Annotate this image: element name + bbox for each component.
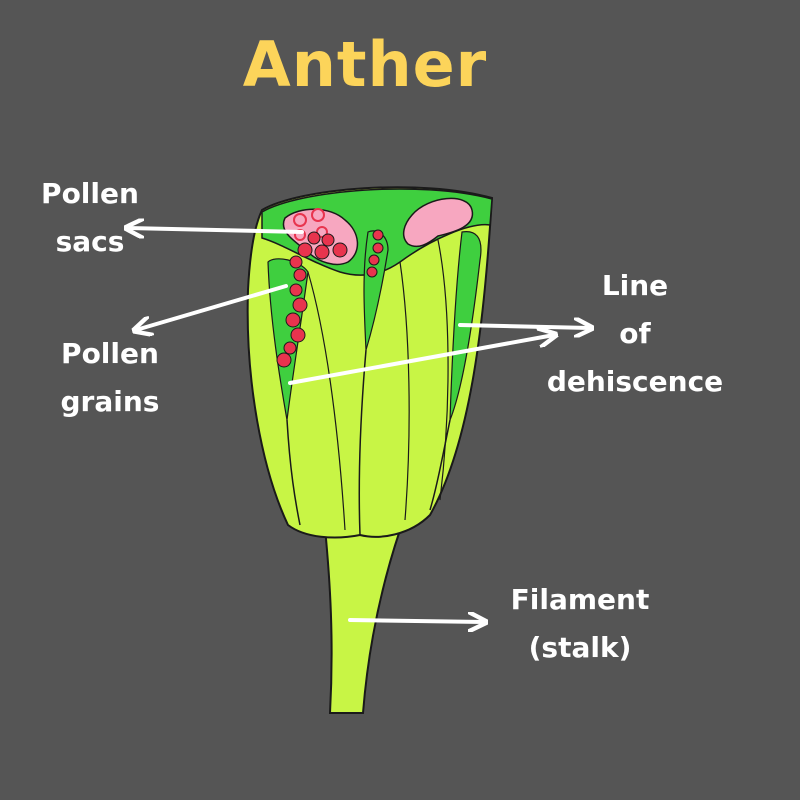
pollen-sac-right <box>402 197 474 248</box>
arrow-pollen-grains <box>136 284 288 330</box>
page-title: Anther <box>242 28 488 101</box>
label-line-of-dehiscence: Line of dehiscence <box>535 262 735 406</box>
theca-line-1 <box>286 419 301 526</box>
label-line: of <box>619 317 651 350</box>
label-line: dehiscence <box>546 365 724 398</box>
arrow-dehiscence-2 <box>288 335 554 385</box>
label-line: Line <box>601 269 669 302</box>
arrow-pollen-sacs <box>128 228 304 232</box>
label-pollen-grains: Pollen grains <box>40 330 180 426</box>
label-line: Filament <box>510 583 650 616</box>
label-line: sacs <box>55 225 125 258</box>
label-line: grains <box>60 385 160 418</box>
theca-line-4 <box>307 271 346 531</box>
theca-line-5 <box>399 261 410 521</box>
pollen-grains-in-sac <box>293 208 328 241</box>
label-line: (stalk) <box>528 631 632 664</box>
label-pollen-sacs: Pollen sacs <box>20 170 160 266</box>
label-line: Pollen <box>41 177 139 210</box>
label-line: Pollen <box>61 337 159 370</box>
arrow-dehiscence-1 <box>458 325 590 328</box>
theca-line-3 <box>429 419 451 511</box>
pollen-grain-cluster <box>276 229 384 368</box>
arrow-filament <box>348 620 484 622</box>
label-filament: Filament (stalk) <box>490 576 670 672</box>
label-arrows <box>128 228 590 622</box>
theca-line-2 <box>358 349 367 536</box>
